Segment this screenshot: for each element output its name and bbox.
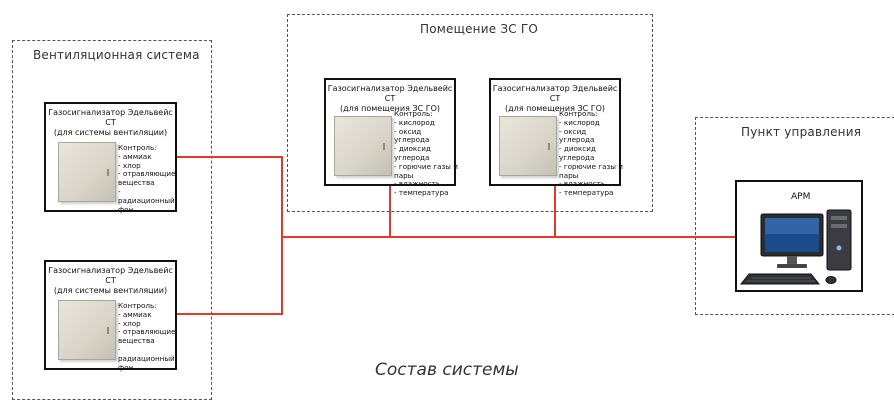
cabinet-image xyxy=(499,116,557,176)
cabinet-image xyxy=(334,116,392,176)
gas-analyzer-room-1[interactable]: Газосигнализатор Эдельвейс СТ (для помещ… xyxy=(324,78,458,197)
features-list: Контроль: - кислород - оксид углерода - … xyxy=(559,109,623,198)
wire-vertical-trunk xyxy=(281,156,283,315)
zone-room xyxy=(287,14,653,212)
gas-analyzer-vent-2[interactable]: Газосигнализатор Эдельвейс СТ (для систе… xyxy=(44,260,177,372)
features-list: Контроль: - кислород - оксид углерода - … xyxy=(394,109,458,198)
features-list: Контроль: - аммиак - хлор - отравляющие … xyxy=(118,301,176,372)
zone-control xyxy=(695,117,894,315)
wire-room2-drop xyxy=(554,186,556,237)
zone-room-label: Помещение ЗС ГО xyxy=(417,22,541,36)
zone-control-label: Пункт управления xyxy=(738,125,865,139)
device-title: Газосигнализатор Эдельвейс СТ (для систе… xyxy=(48,108,173,137)
zone-ventilation-label: Вентиляционная система xyxy=(30,48,203,62)
device-title: Газосигнализатор Эдельвейс СТ (для помещ… xyxy=(492,84,618,113)
gas-analyzer-vent-1[interactable]: Газосигнализатор Эдельвейс СТ (для систе… xyxy=(44,102,177,214)
workstation-label: АРМ xyxy=(791,192,811,202)
cabinet-image xyxy=(58,142,116,202)
diagram-caption: Состав системы xyxy=(375,360,519,380)
wire-vent1-h xyxy=(176,156,282,158)
computer-icon xyxy=(739,209,852,285)
wire-main-bus xyxy=(281,236,736,238)
cabinet-image xyxy=(58,300,116,360)
features-list: Контроль: - аммиак - хлор - отравляющие … xyxy=(118,143,176,214)
gas-analyzer-room-2[interactable]: Газосигнализатор Эдельвейс СТ (для помещ… xyxy=(489,78,623,197)
device-title: Газосигнализатор Эдельвейс СТ (для систе… xyxy=(48,266,173,295)
workstation-arm[interactable]: АРМ xyxy=(735,180,863,292)
device-title: Газосигнализатор Эдельвейс СТ (для помещ… xyxy=(327,84,453,113)
wire-vent2-h xyxy=(176,313,282,315)
wire-room1-drop xyxy=(389,186,391,237)
